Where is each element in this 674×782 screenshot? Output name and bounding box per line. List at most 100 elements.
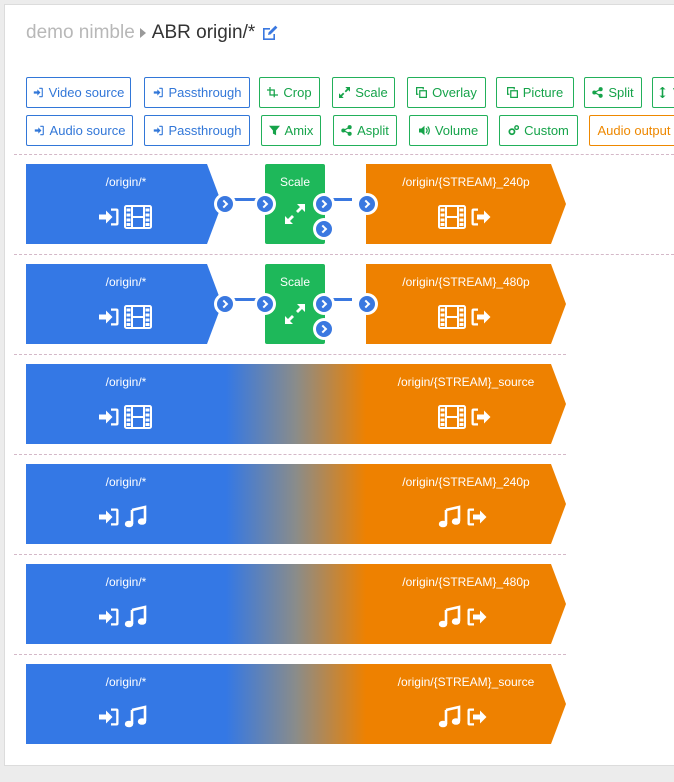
toolbar-button-crop[interactable]: Crop: [259, 77, 320, 108]
crop-icon: [267, 87, 279, 98]
expand-icon: [283, 302, 307, 331]
custom-icon: [508, 125, 520, 136]
film-icon: [124, 205, 152, 229]
passthrough-icon: [153, 87, 164, 98]
toolbar-button-asplit[interactable]: Asplit: [333, 115, 397, 146]
split-icon: [592, 87, 604, 98]
toolbar-button-scale[interactable]: Scale: [332, 77, 395, 108]
breadcrumb: demo nimble ABR origin/*: [26, 22, 279, 44]
output-icons: [438, 405, 492, 429]
input-port[interactable]: [356, 193, 378, 215]
row-divider: [14, 154, 674, 155]
scale-icon: [339, 87, 351, 98]
output-port[interactable]: [313, 193, 335, 215]
toolbar-button-label: Passthrough: [168, 85, 242, 100]
source-icons: [98, 605, 148, 629]
input-port[interactable]: [254, 293, 276, 315]
connection-line: [320, 198, 352, 201]
output-port[interactable]: [313, 293, 335, 315]
row-divider: [14, 654, 566, 655]
toolbar-button-label: Picture: [522, 85, 564, 100]
output-icons: [438, 605, 488, 629]
music-icon: [438, 605, 462, 629]
output-port[interactable]: [214, 193, 236, 215]
toolbar-button-overlay[interactable]: Overlay: [407, 77, 486, 108]
toolbar-button-label: Custom: [524, 123, 569, 138]
source-label: /origin/*: [105, 475, 147, 489]
output-port[interactable]: [313, 218, 335, 240]
toolbar-button-audio-source[interactable]: Audio source: [26, 115, 133, 146]
pipeline-row: /origin/* /origin/{STREAM}_source: [26, 364, 566, 444]
music-icon: [124, 705, 148, 729]
output-label: /origin/{STREAM}_240p: [402, 175, 530, 189]
toolbar-button-passthrough[interactable]: Passthrough: [144, 115, 250, 146]
music-icon: [438, 505, 462, 529]
input-port[interactable]: [254, 193, 276, 215]
toolbar-button-amix[interactable]: Amix: [261, 115, 321, 146]
toolbar-button-custom[interactable]: Custom: [499, 115, 578, 146]
toolbar-button-passthrough[interactable]: Passthrough: [144, 77, 250, 108]
source-label: /origin/*: [105, 575, 147, 589]
video-source-icon: [33, 87, 44, 98]
asplit-icon: [341, 125, 352, 136]
source-label: /origin/*: [105, 175, 147, 189]
music-icon: [124, 605, 148, 629]
row-divider: [14, 454, 566, 455]
toolbar-button-label: Audio output: [597, 123, 671, 138]
toolbar-button-label: Split: [608, 85, 634, 100]
source-label: /origin/*: [105, 375, 147, 389]
source-icons: [98, 305, 152, 329]
output-label: /origin/{STREAM}_480p: [402, 575, 530, 589]
sign-out-icon: [470, 207, 492, 227]
amix-icon: [268, 125, 280, 136]
output-label: /origin/{STREAM}_480p: [402, 275, 530, 289]
film-icon: [438, 405, 466, 429]
breadcrumb-root[interactable]: demo nimble: [26, 22, 135, 43]
sign-in-icon: [98, 607, 120, 627]
output-icons: [438, 705, 488, 729]
input-port[interactable]: [356, 293, 378, 315]
connection-line: [232, 198, 264, 201]
toolbar-button-label: Scale: [355, 85, 388, 100]
page-title: ABR origin/*: [151, 22, 256, 43]
output-label: /origin/{STREAM}_source: [397, 375, 535, 389]
toolbar-button-label: Crop: [283, 85, 312, 100]
pipeline-row: /origin/*/origin/{STREAM}_240p: [26, 464, 566, 544]
toolbar-button-volume[interactable]: Volume: [409, 115, 488, 146]
sign-in-icon: [98, 207, 120, 227]
toolbar-button-video-source[interactable]: Video source: [26, 77, 131, 108]
v-icon: [657, 87, 668, 98]
connection-line: [320, 298, 352, 301]
sign-in-icon: [98, 507, 120, 527]
toolbar-button-v[interactable]: V: [652, 77, 674, 108]
output-label: /origin/{STREAM}_source: [397, 675, 535, 689]
sign-out-icon: [470, 307, 492, 327]
source-label: /origin/*: [105, 675, 147, 689]
toolbar-button-split[interactable]: Split: [584, 77, 642, 108]
pipeline-row: /origin/* /origin/{STREAM}_source: [26, 664, 566, 744]
source-icons: [98, 205, 152, 229]
sign-out-icon: [466, 607, 488, 627]
toolbar-button-label: Audio source: [49, 123, 126, 138]
caret-right-icon: [139, 28, 146, 38]
toolbar-button-audio-output[interactable]: Audio output: [589, 115, 674, 146]
source-icons: [98, 505, 148, 529]
filter-label: Scale: [279, 275, 311, 289]
toolbar-button-label: Amix: [284, 123, 314, 138]
source-icons: [98, 405, 152, 429]
overlay-icon: [416, 87, 428, 98]
music-icon: [438, 705, 462, 729]
film-icon: [124, 305, 152, 329]
audio-source-icon: [34, 125, 45, 136]
picture-icon: [506, 87, 518, 98]
toolbar-button-picture[interactable]: Picture: [496, 77, 574, 108]
output-icons: [438, 305, 492, 329]
passthrough-icon: [153, 125, 164, 136]
output-port[interactable]: [313, 318, 335, 340]
sign-in-icon: [98, 407, 120, 427]
output-port[interactable]: [214, 293, 236, 315]
sign-out-icon: [466, 507, 488, 527]
edit-icon[interactable]: [261, 25, 279, 41]
